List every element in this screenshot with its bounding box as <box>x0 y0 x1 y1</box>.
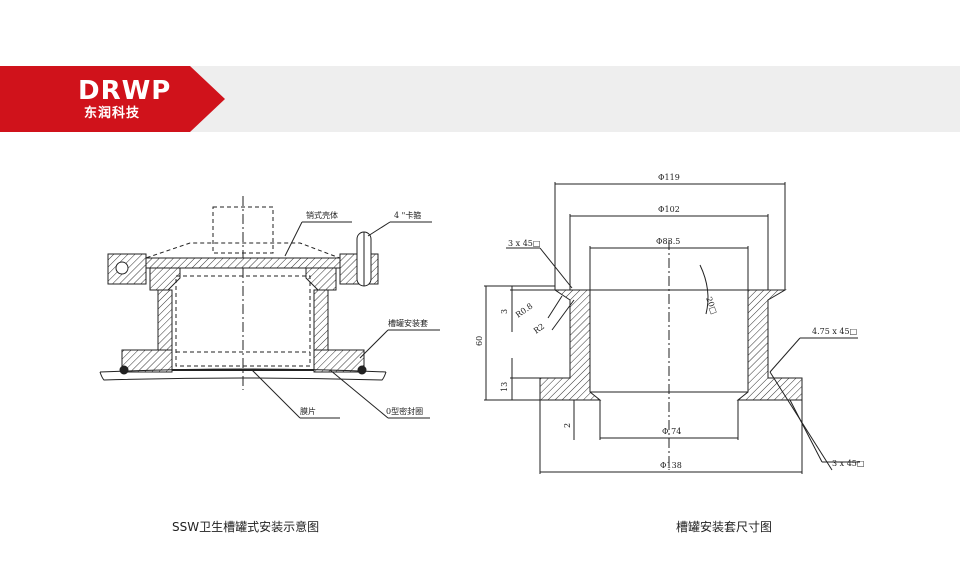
right-figure-caption: 槽罐安装套尺寸图 <box>676 520 773 534</box>
dim-r08: R0.8 <box>514 302 535 320</box>
dim-chamfer-bottom: 3 x 45□ <box>832 459 864 468</box>
dim-d119: Φ119 <box>658 173 680 182</box>
label-tank-sleeve: 槽罐安装套 <box>388 318 428 328</box>
dim-h60: 60 <box>475 336 484 346</box>
dim-chamfer-top: 3 x 45□ <box>508 239 540 248</box>
label-o-ring: 0型密封圈 <box>386 406 423 416</box>
dim-chamfer-mid: 4.75 x 45□ <box>812 327 857 336</box>
dim-d74: Φ 74 <box>662 427 681 436</box>
dim-d102: Φ102 <box>658 205 680 214</box>
left-figure-caption: SSW卫生槽罐式安装示意图 <box>172 520 320 534</box>
dim-h3: 3 <box>500 309 509 314</box>
installation-diagram <box>99 196 440 419</box>
label-diaphragm: 膜片 <box>300 406 316 416</box>
brand-logo: DRWP <box>78 76 172 106</box>
dim-r2: R2 <box>532 322 546 336</box>
dimension-drawing <box>484 182 860 474</box>
dim-d138: Φ138 <box>660 461 682 470</box>
dim-h13: 13 <box>500 382 509 392</box>
label-pin-housing: 销式壳体 <box>306 210 338 220</box>
logo-tag <box>0 66 225 132</box>
dim-d83: Φ83.5 <box>656 237 680 246</box>
label-clamp: 4 "卡箍 <box>394 210 421 220</box>
dim-h2: 2 <box>563 423 572 428</box>
brand-subtitle: 东润科技 <box>84 106 141 121</box>
